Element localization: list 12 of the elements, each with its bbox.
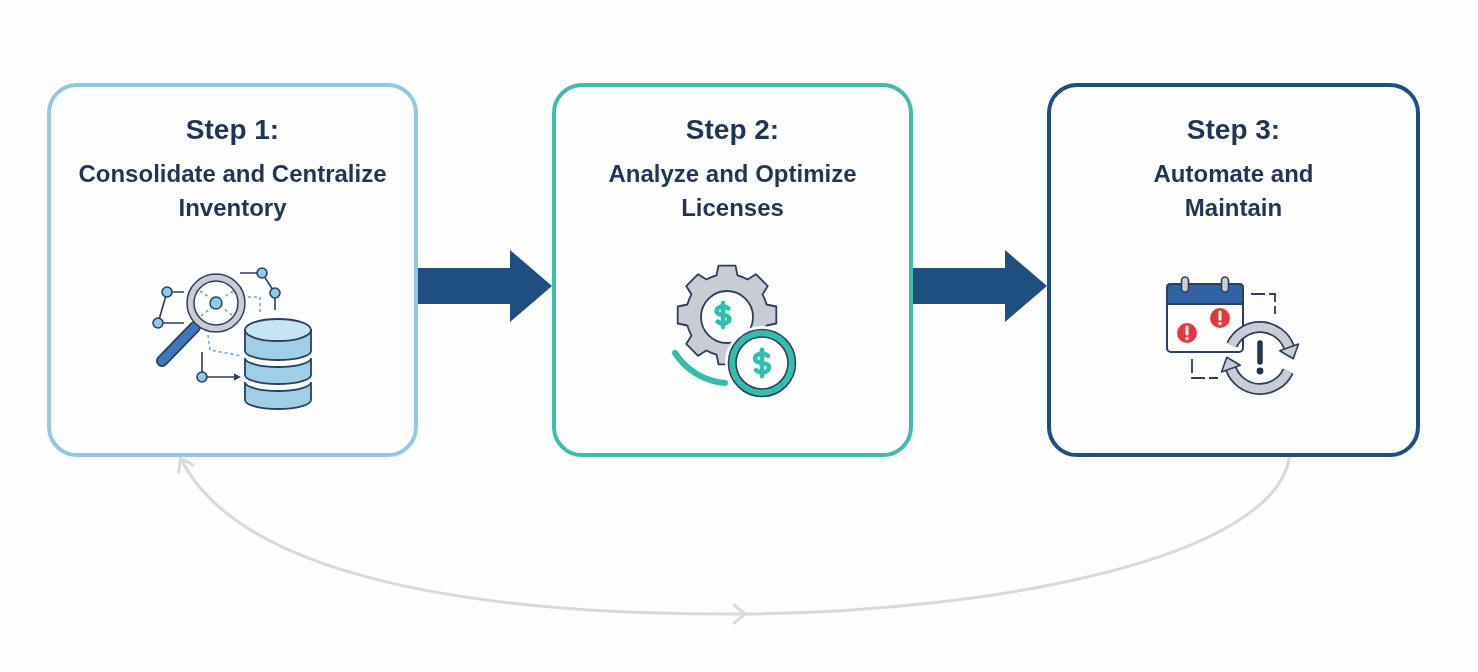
step-title: Automate and Maintain: [1152, 159, 1315, 223]
step-title: Analyze and Optimize Licenses: [607, 159, 858, 223]
step-number: Step 3:: [1186, 114, 1281, 146]
step-card: [1047, 83, 1420, 457]
step-number: Step 2:: [685, 114, 780, 146]
block-arrow: [418, 250, 552, 322]
step-title: Consolidate and Centralize Inventory: [77, 159, 388, 223]
step-number: Step 1:: [185, 114, 280, 146]
curved-arrow: [177, 455, 1291, 625]
step-card: [552, 83, 913, 457]
block-arrow: [913, 250, 1047, 322]
step-card: [47, 83, 418, 457]
